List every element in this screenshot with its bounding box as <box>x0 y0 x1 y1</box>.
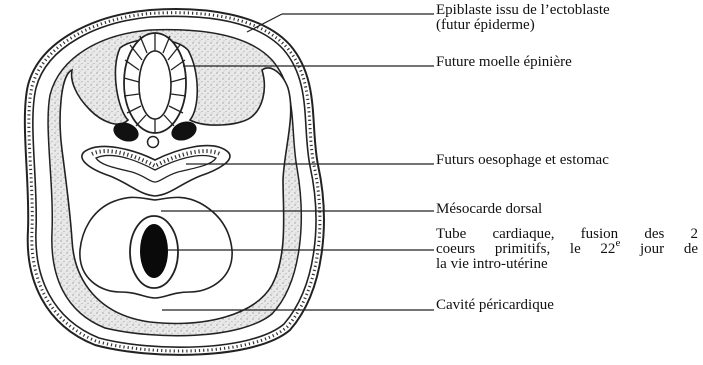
label-tube-line1: Tube cardiaque, fusion des 2 <box>436 227 698 242</box>
label-tube-cardiaque: Tube cardiaque, fusion des 2 coeurs prim… <box>436 227 698 272</box>
neural-tube-lumen <box>139 51 171 119</box>
label-tube-line2a: coeurs primitifs, le 22 <box>436 241 615 257</box>
label-cavite: Cavité péricardique <box>436 298 554 313</box>
label-tube-line3: la vie intro-utérine <box>436 257 698 272</box>
label-tube-line2b: jour de <box>620 241 698 257</box>
label-epiblaste-line1: Epiblaste issu de l’ectoblaste <box>436 3 610 18</box>
label-tube-line2: coeurs primitifs, le 22e jour de <box>436 242 698 257</box>
label-oesophage: Futurs oesophage et estomac <box>436 153 609 168</box>
notochord <box>148 137 159 148</box>
label-epiblaste: Epiblaste issu de l’ectoblaste (futur ép… <box>436 3 610 33</box>
label-tube-superscript: e <box>615 237 620 249</box>
label-mesocarde: Mésocarde dorsal <box>436 202 542 217</box>
heart-tube-inner <box>140 224 168 278</box>
label-moelle: Future moelle épinière <box>436 55 572 70</box>
label-epiblaste-line2: (futur épiderme) <box>436 18 610 33</box>
